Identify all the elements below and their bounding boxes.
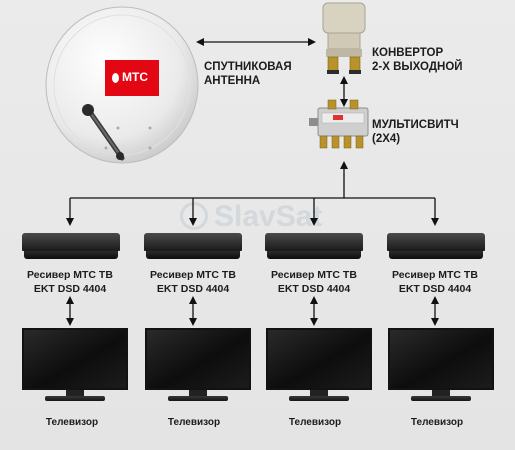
tv-stand-neck: [66, 390, 84, 396]
receiver-label-1: Ресивер МТС ТВ EKT DSD 4404: [15, 268, 125, 296]
receiver-label-line1: Ресивер МТС ТВ: [27, 269, 113, 281]
multiswitch-icon: [309, 99, 369, 149]
converter-label-line1: КОНВЕРТОР: [372, 47, 444, 59]
antenna-label-line2: АНТЕННА: [204, 75, 261, 87]
tv-stand-base: [411, 396, 471, 401]
receiver-body: [387, 233, 485, 251]
watermark-logo-icon: [180, 202, 208, 230]
receiver-label-line1: Ресивер МТС ТВ: [150, 269, 236, 281]
receiver-front: [24, 251, 118, 259]
multiswitch-label: МУЛЬТИСВИТЧ (2Х4): [372, 118, 459, 146]
multiswitch-label-line1: МУЛЬТИСВИТЧ: [372, 119, 459, 131]
receiver-front: [267, 251, 361, 259]
receiver-label-line2: EKT DSD 4404: [33, 283, 107, 295]
tv-screen: [22, 328, 128, 390]
mts-logo-egg-icon: [112, 73, 119, 83]
tv-label-2: Телевизор: [167, 417, 221, 428]
tv-stand-neck: [189, 390, 207, 396]
receiver-body: [265, 233, 363, 251]
tv-2: [145, 328, 251, 412]
converter-label-line2: 2-Х ВЫХОДНОЙ: [372, 61, 463, 73]
tv-4: [388, 328, 494, 412]
tv-1: [22, 328, 128, 412]
tv-screen: [388, 328, 494, 390]
mts-logo: МТС: [105, 60, 159, 96]
tv-screen: [145, 328, 251, 390]
receiver-label-3: Ресивер МТС ТВ EKT DSD 4404: [259, 268, 369, 296]
receiver-body: [22, 233, 120, 251]
receiver-front: [389, 251, 483, 259]
receiver-body: [144, 233, 242, 251]
receiver-1: [22, 233, 120, 261]
receiver-label-line2: EKT DSD 4404: [156, 283, 230, 295]
mts-logo-text: МТС: [122, 70, 148, 84]
tv-stand-neck: [310, 390, 328, 396]
receiver-label-4: Ресивер МТС ТВ EKT DSD 4404: [380, 268, 490, 296]
receiver-label-line2: EKT DSD 4404: [398, 283, 472, 295]
receiver-label-line1: Ресивер МТС ТВ: [271, 269, 357, 281]
tv-screen: [266, 328, 372, 390]
receiver-label-2: Ресивер МТС ТВ EKT DSD 4404: [138, 268, 248, 296]
multiswitch-label-line2: (2Х4): [372, 133, 401, 145]
tv-3: [266, 328, 372, 412]
tv-stand-base: [289, 396, 349, 401]
converter-label: КОНВЕРТОР 2-Х ВЫХОДНОЙ: [372, 46, 463, 74]
lnb-converter-icon: [322, 2, 366, 74]
antenna-label-line1: СПУТНИКОВАЯ: [204, 61, 292, 73]
tv-stand-base: [168, 396, 228, 401]
antenna-label: СПУТНИКОВАЯ АНТЕННА: [204, 60, 292, 88]
tv-label-1: Телевизор: [45, 417, 99, 428]
receiver-4: [387, 233, 485, 261]
receiver-front: [146, 251, 240, 259]
receiver-2: [144, 233, 242, 261]
receiver-label-line2: EKT DSD 4404: [277, 283, 351, 295]
tv-label-4: Телевизор: [410, 417, 464, 428]
watermark-text: SlavSat: [214, 200, 323, 233]
receiver-3: [265, 233, 363, 261]
receiver-label-line1: Ресивер МТС ТВ: [392, 269, 478, 281]
tv-label-3: Телевизор: [288, 417, 342, 428]
tv-stand-neck: [432, 390, 450, 396]
watermark: SlavSat: [180, 198, 350, 238]
tv-stand-base: [45, 396, 105, 401]
